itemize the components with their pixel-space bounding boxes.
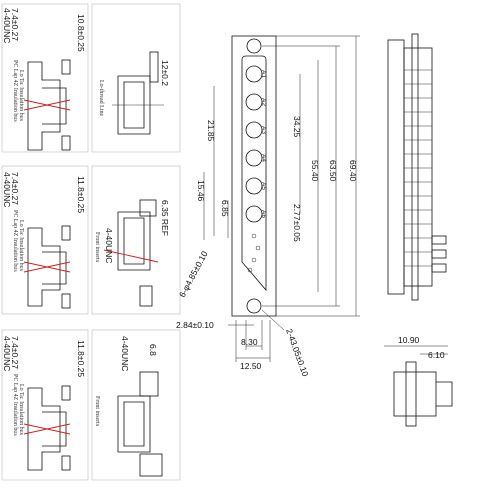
dim-6-10: 6.10 (428, 350, 445, 360)
dim-8-30: 8.30 (241, 337, 258, 347)
panel-top-thread: 4-40UNC (2, 8, 12, 43)
panel-mid-right-thread: 4-40UNC (104, 228, 114, 263)
panel-mid-thread: 4-40UNC (2, 172, 12, 207)
front-view (203, 35, 360, 362)
panel-bot-top-dim: 11.8±0.25 (76, 340, 86, 377)
panel-top-right-note-1: Lo-thread Line (98, 80, 104, 116)
dim-21-85: 21.85 (206, 120, 216, 142)
dim-2-77: 2.77±0.05 (292, 204, 302, 242)
panel-bot-right-thread: 4-40UNC (120, 336, 130, 371)
dim-hole-dia: 6-φ4.85±0.10 (177, 249, 210, 299)
detail-panel-bottom (1, 329, 181, 481)
dim-34-25: 34.25 (292, 116, 302, 138)
pin-label-a6: A6 (260, 210, 267, 218)
panel-bot-note-1: Lo Ta: Insulation bus (18, 384, 24, 436)
detail-panel-middle (1, 165, 181, 315)
panel-bot-side-dim: 7.4±0.27 (10, 336, 20, 369)
panel-mid-right-note-1: Front inserts (94, 232, 100, 263)
panel-mid-right-dim: 6.35 REF (160, 200, 170, 236)
panel-top-side-dim: 7.4±0.27 (10, 8, 20, 41)
panel-bot-note-2: PC Lap 4Z Insulation bus (12, 374, 18, 436)
panel-bot-right-dim: 6.8 (148, 344, 158, 356)
detail-panel-top (1, 3, 181, 153)
panel-mid-top-dim: 11.8±0.25 (76, 176, 86, 213)
dim-63-50: 63.50 (328, 160, 338, 182)
panel-top-note-1: Lo Ta: Insulation bus (18, 70, 24, 122)
panel-bot-right-note-1: Front inserts (94, 396, 100, 427)
dim-15-46: 15.46 (196, 180, 206, 202)
dim-2-43: 2-43.05±0.10 (284, 327, 311, 378)
pin-label-a5: A5 (260, 182, 267, 190)
dim-55-40: 55.40 (310, 160, 320, 182)
panel-mid-note-2: PC Lap 4Z Insulation bus (12, 210, 18, 272)
panel-top-note-2: PC Lap 4Z Insulation bus (12, 60, 18, 122)
dim-6-85: 6.85 (220, 200, 230, 217)
pin-label-a2: A2 (260, 98, 267, 106)
panel-top-right-dim: 12±0.2 (160, 60, 170, 86)
dim-2-84: 2.84±0.10 (176, 320, 214, 330)
panel-bot-thread: 4-40UNC (2, 336, 12, 371)
dim-69-40: 69.40 (348, 160, 358, 182)
pin-label-a3: A3 (260, 126, 267, 134)
panel-mid-note-1: Lo Ta: Insulation bus (18, 220, 24, 272)
panel-mid-side-dim: 7.4±0.27 (10, 172, 20, 205)
side-view (384, 33, 453, 427)
pin-label-a1: A1 (260, 70, 267, 78)
dim-10-90: 10.90 (398, 335, 420, 345)
pin-label-a4: A4 (260, 154, 267, 162)
panel-top-top-dim: 10.8±0.25 (76, 14, 86, 52)
dim-12-50: 12.50 (240, 361, 262, 371)
